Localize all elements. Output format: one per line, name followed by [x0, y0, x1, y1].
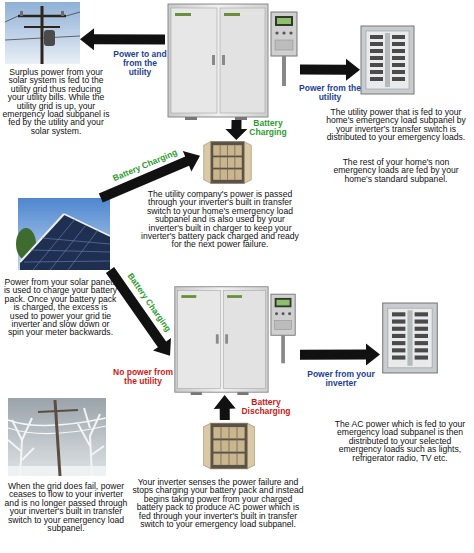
ice-storm-photo-part — [38, 410, 78, 412]
flow-arrow — [300, 59, 360, 81]
caption-text: Surplus power from your solar system is … — [2, 68, 110, 135]
emergency-subpanel-node: The AC power which is fed to your emerge… — [380, 302, 440, 374]
ice-storm-photo — [8, 398, 106, 476]
utility-pole-photo-part — [66, 12, 80, 16]
inverter-illustration-part — [168, 4, 297, 120]
flow-label: Power from your inverter — [306, 370, 376, 388]
flow-label: Battery Charging — [244, 119, 292, 137]
subpanel-illustration-part — [383, 303, 438, 373]
caption-text: When the grid does fail, power ceases to… — [2, 482, 130, 532]
utility-pole-photo-part — [61, 11, 64, 16]
caption-text: Power from your solar panels is used to … — [3, 278, 118, 337]
utility-pole-photo-part — [5, 2, 80, 64]
ice-storm-photo-part — [8, 418, 34, 476]
flow-arrow — [300, 344, 380, 366]
battery-cabinet-illustration-part — [203, 423, 255, 468]
emergency-subpanel-node: The utility power that is fed to your ho… — [360, 25, 415, 95]
utility-grid-node: Surplus power from your solar system is … — [5, 2, 80, 64]
subpanel-illustration — [361, 26, 437, 373]
flow-arrow — [214, 395, 236, 420]
solar-roof-photo-part — [68, 230, 98, 270]
utility-pole-photo-part — [44, 30, 55, 46]
solar-roof-photo — [16, 198, 110, 270]
solar-roof-photo-part — [64, 214, 110, 236]
utility-pole-photo-part — [20, 11, 23, 16]
utility-pole-photo-part — [41, 6, 44, 64]
utility-pole-photo — [5, 2, 80, 64]
flow-label: Battery Discharging — [236, 398, 296, 416]
caption-text: The rest of your home's non emergency lo… — [322, 158, 470, 183]
battery-cabinet-illustration-part — [204, 142, 252, 184]
flow-label: Power to and from the utility — [111, 50, 169, 77]
solar-roof-photo-part — [31, 250, 110, 252]
caption-text: The utility power that is fed to your ho… — [322, 108, 470, 142]
utility-pole-photo-part — [24, 26, 60, 28]
grid-failure-node: When the grid does fail, power ceases to… — [8, 398, 106, 476]
solar-roof-photo-part — [20, 214, 110, 270]
inverter-node — [165, 0, 300, 120]
solar-panel-node: Power from your solar panels is used to … — [18, 198, 110, 270]
ice-storm-photo-part — [78, 408, 104, 476]
caption-text: The AC power which is fed to your emerge… — [328, 420, 472, 462]
subpanel-illustration-part — [361, 26, 414, 94]
solar-roof-photo-part — [33, 219, 75, 270]
ice-storm-photo-part — [8, 398, 106, 476]
inverter-illustration-part — [175, 287, 295, 395]
battery-pack-node: The utility company's power is passed th… — [200, 140, 255, 185]
inverter-node — [170, 283, 300, 395]
battery-pack-node: Your inverter senses the power failure a… — [203, 420, 255, 472]
solar-roof-photo-part — [24, 261, 110, 262]
utility-pole-photo-part — [18, 15, 66, 18]
status-label: No power from the utility — [112, 368, 174, 386]
caption-text: Your inverter senses the power failure a… — [132, 478, 304, 528]
caption-text: The utility company's power is passed th… — [140, 190, 300, 249]
flow-label: Power from the utility — [298, 84, 362, 102]
utility-pole-photo-part — [5, 16, 18, 22]
solar-roof-photo-part — [42, 238, 110, 244]
flow-arrow — [225, 120, 247, 140]
solar-roof-photo-part — [50, 225, 86, 270]
flow-arrow — [80, 28, 165, 50]
